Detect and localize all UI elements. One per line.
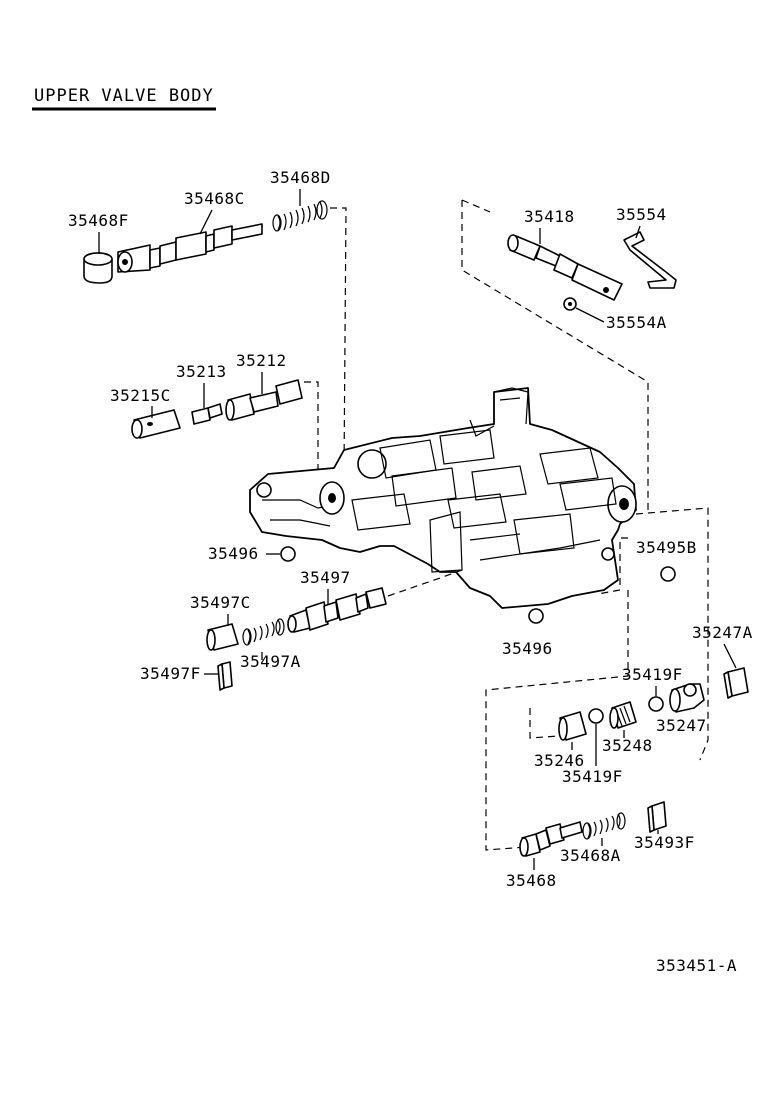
part-35247A-retainer [723,667,749,699]
figure-id: 353451-A [656,956,737,975]
part-35213-pin [191,403,223,425]
label-35419F-lower: 35419F [562,767,623,786]
label-35419F-upper: 35419F [622,665,683,684]
label-35468A: 35468A [560,846,621,865]
part-35212-valve [225,379,303,421]
label-35496-center: 35496 [502,639,553,658]
label-35247: 35247 [656,716,707,735]
label-35495B: 35495B [636,538,697,557]
part-35246-plug [558,711,587,741]
part-35468A-spring [582,812,626,840]
label-35497C: 35497C [190,593,251,612]
part-35468C-valve [117,223,263,273]
label-35554A: 35554A [606,313,667,332]
label-35212: 35212 [236,351,287,370]
part-35496-ball-center [528,608,544,624]
label-35497A: 35497A [240,652,301,671]
part-35497-valve [287,587,387,633]
part-35495B-ball [660,566,676,582]
label-35497: 35497 [300,568,351,587]
part-35248-spring [609,701,637,729]
label-35496-left: 35496 [208,544,259,563]
part-35215C-plug [131,409,181,439]
part-35554A-clip [563,297,577,311]
part-35419F-ball-upper [648,696,664,712]
part-35497A-spring [242,618,285,646]
label-35554: 35554 [616,205,667,224]
label-35497F: 35497F [140,664,201,683]
part-35468-valve [519,821,583,857]
label-35246: 35246 [534,751,585,770]
label-35213: 35213 [176,362,227,381]
part-35419F-ball-lower [588,708,604,724]
part-35418-valve [507,234,623,301]
label-35468: 35468 [506,871,557,890]
diagram-title: UPPER VALVE BODY [34,86,214,106]
label-35493F: 35493F [634,833,695,852]
part-35468D-spring [272,200,328,232]
part-35497F-retainer [217,661,233,691]
part-35493F-retainer [647,801,667,833]
part-35496-ball-left [280,546,296,562]
part-35554-pin [623,231,677,289]
label-35247A: 35247A [692,623,753,642]
part-35497C-plug [206,623,239,651]
part-35468F-plug [83,252,113,284]
label-35468F: 35468F [68,211,129,230]
label-35248: 35248 [602,736,653,755]
part-35247-plug [669,683,705,713]
upper-valve-body [249,387,637,609]
label-35215C: 35215C [110,386,171,405]
label-35468D: 35468D [270,168,331,187]
label-35468C: 35468C [184,189,245,208]
label-35418: 35418 [524,207,575,226]
